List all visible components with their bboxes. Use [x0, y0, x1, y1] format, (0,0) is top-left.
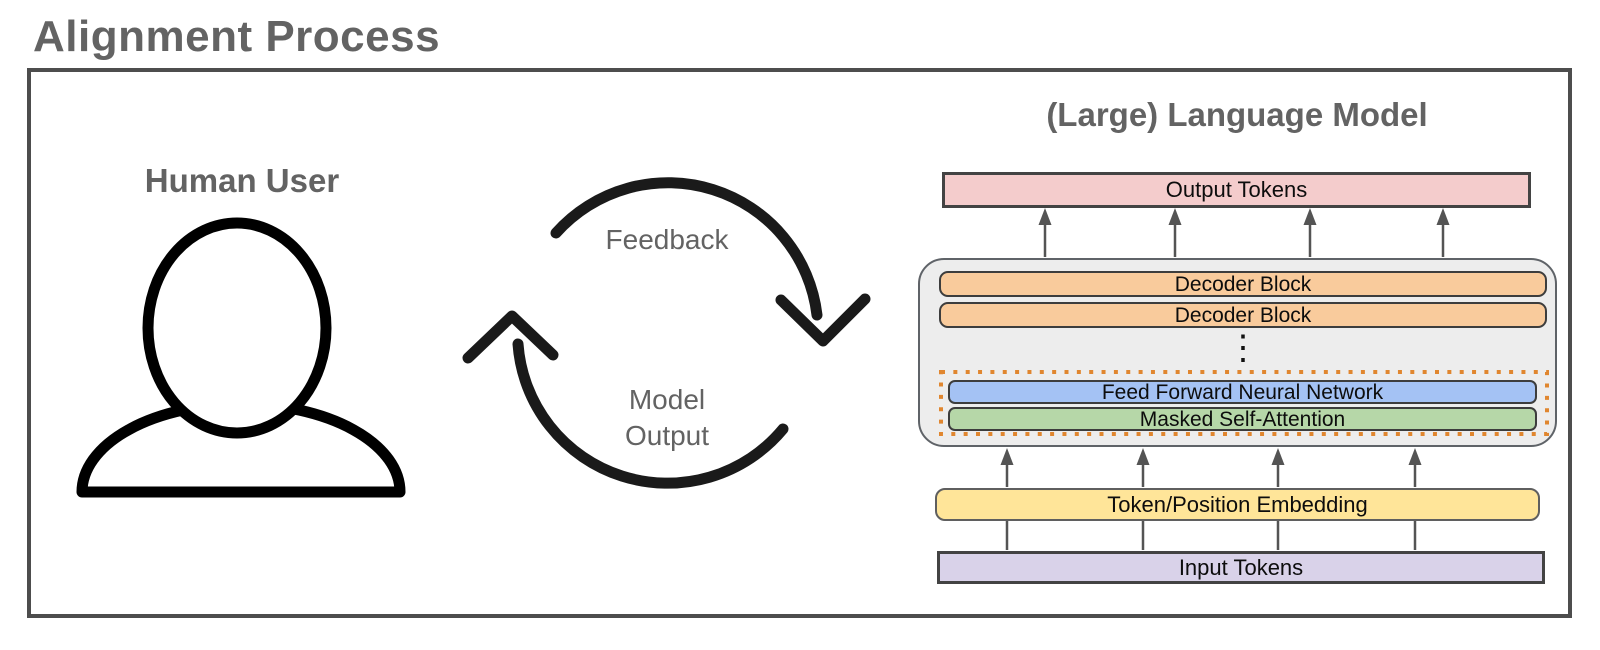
token-position-embedding-label: Token/Position Embedding	[1107, 491, 1368, 517]
output-flow-arrows	[1038, 208, 1450, 257]
decoder-block-2-label: Decoder Block	[1174, 303, 1312, 327]
decoder-block-1: Decoder Block	[939, 271, 1547, 297]
input-flow-lines	[1005, 520, 1417, 550]
feedback-arc	[550, 177, 823, 321]
masked-self-attention-box: Masked Self-Attention	[948, 407, 1537, 431]
embedding-flow-arrows	[1000, 448, 1422, 487]
model-output-line2: Output	[624, 420, 710, 451]
output-tokens-label: Output Tokens	[1165, 177, 1308, 202]
diagram-frame	[27, 68, 1572, 618]
model-output-label: Model Output	[567, 382, 767, 454]
feed-forward-box: Feed Forward Neural Network	[948, 380, 1537, 404]
decoder-block-2: Decoder Block	[939, 302, 1547, 328]
token-position-embedding-box: Token/Position Embedding	[935, 488, 1540, 521]
model-output-line1: Model	[628, 384, 706, 415]
person-head	[142, 217, 332, 439]
input-tokens-box: Input Tokens	[937, 551, 1545, 584]
model-output-arc	[512, 338, 789, 489]
person-icon	[76, 217, 406, 498]
feed-forward-label: Feed Forward Neural Network	[1101, 380, 1384, 404]
decoder-block-1-label: Decoder Block	[1174, 272, 1312, 296]
model-output-arrowhead	[462, 310, 559, 364]
masked-self-attention-label: Masked Self-Attention	[1139, 407, 1346, 431]
language-model-title: (Large) Language Model	[1046, 96, 1428, 133]
page-title: Alignment Process	[33, 12, 441, 61]
feedback-label: Feedback	[605, 224, 729, 255]
cycle-arrows	[462, 177, 871, 489]
feedback-arrowhead	[775, 293, 871, 347]
human-user-label: Human User	[144, 162, 340, 199]
input-tokens-label: Input Tokens	[1178, 554, 1304, 580]
vertical-ellipsis: ⋮	[1226, 329, 1260, 367]
output-tokens-box: Output Tokens	[942, 172, 1531, 208]
